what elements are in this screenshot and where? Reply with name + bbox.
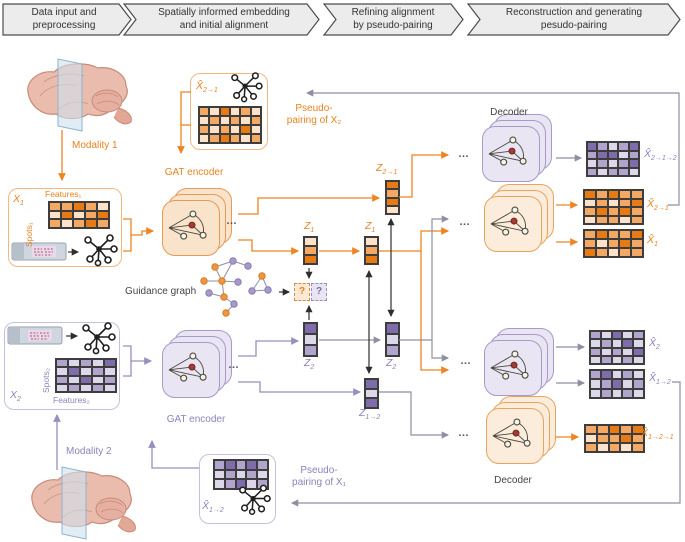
z21-label: Z2→1 [376, 162, 398, 177]
encoder1-to-z1-arrow [238, 239, 300, 255]
output-x1-heatmap [583, 229, 644, 258]
guidance-graph-label: Guidance graph [125, 286, 197, 297]
output-x2-label: X̂2 [649, 337, 660, 352]
encoder2-to-z2-arrow [238, 337, 300, 357]
decoder-card [484, 196, 542, 252]
output-x2-heatmap [589, 330, 645, 365]
gat-encoder-2-label: GAT encoder [166, 414, 226, 425]
output-x121-label: X̂1→2→1 [641, 427, 674, 442]
x1-heatmap [48, 201, 110, 229]
z21-to-decoder-arrow [399, 151, 450, 198]
pseudo-x12-label: X̂1→2 [202, 500, 224, 515]
encoder-card [162, 342, 220, 398]
pseudo-x21-label: X̂2→1 [196, 80, 218, 95]
brain-modality-2 [31, 466, 136, 540]
encoder1-to-z21-arrow [238, 194, 381, 215]
z2-vector-left [303, 322, 318, 357]
output-x12-label: X̂1→2 [649, 372, 671, 387]
output-x212-heatmap [586, 141, 640, 177]
pseudo-x12-heatmap [213, 459, 269, 490]
guidance-graph-illustration [200, 257, 272, 317]
output-x21-heatmap [583, 189, 644, 225]
ellipsis-decoder-pt: … [458, 148, 470, 160]
x1-label: X1 [13, 193, 24, 208]
x2-bracket [123, 345, 132, 377]
decoder-top-label: Decoder [490, 107, 528, 118]
z21-vector [385, 180, 400, 215]
modality1-label: Modality 1 [72, 140, 118, 151]
pseudo-pairing-x1-label: Pseudo-pairing of X₁ [292, 465, 346, 488]
z12-label: Z1→2 [359, 407, 381, 422]
z1-to-decoder-top-arrow [379, 227, 450, 252]
ellipsis-decoder-ot: … [459, 216, 471, 228]
decoder-card [486, 408, 544, 464]
query-cell-purple: ? [311, 283, 327, 301]
output-x21-label: X̂2→1 [647, 198, 669, 213]
guidance-query-box: ?? [294, 283, 327, 301]
z2-to-decoder-bottom-arrow [431, 340, 450, 362]
z1-right-label: Z1 [365, 220, 376, 235]
pseudo-x21-heatmap [198, 106, 262, 144]
pseudo-pairing-x2-label: Pseudo-pairing of X₂ [286, 103, 342, 126]
encoder-card [162, 200, 220, 256]
z2-vector-right [385, 322, 400, 357]
output-x212-label: X̂2→1→2 [644, 148, 677, 163]
spots1-label: Spots₁ [24, 222, 34, 247]
z2-to-decoder-top-arrow [399, 215, 450, 341]
x1-to-encoder1-arrow [131, 227, 155, 236]
z12-vector [364, 378, 379, 409]
output-x12-heatmap [589, 369, 645, 399]
ellipsis-encoder2: … [228, 359, 240, 371]
ellipsis-decoder-pb: … [460, 355, 472, 367]
output-x1-label: X̂1 [647, 234, 658, 249]
z1-vector-left [303, 236, 318, 265]
z2-left-label: Z2 [304, 357, 315, 372]
z2-right-label: Z2 [386, 357, 397, 372]
x1-bracket [123, 218, 132, 252]
decoder-card [484, 340, 542, 396]
ellipsis-decoder-ob: … [458, 427, 470, 439]
x2-label: X2 [10, 389, 21, 404]
z12-to-decoder-arrow [379, 391, 450, 439]
spots2-label: Spots₂ [41, 367, 51, 393]
z1-vector-right [364, 236, 379, 265]
decoder-card [482, 126, 540, 182]
features2-label: Features₂ [53, 395, 90, 405]
z1-to-decoder-bottom-arrow [420, 251, 450, 374]
query-cell-orange: ? [294, 283, 310, 301]
z1-left-label: Z1 [304, 220, 315, 235]
modality2-label: Modality 2 [66, 446, 112, 457]
ellipsis-encoder1: … [226, 215, 238, 227]
pseudo1-feedback-arrow [148, 439, 199, 469]
encoder2-to-z12-arrow [238, 381, 362, 396]
brain-modality-1 [27, 58, 132, 132]
x2-heatmap [55, 358, 117, 393]
gat-encoder-1-label: GAT encoder [164, 167, 224, 178]
output-x121-heatmap [584, 424, 645, 453]
features1-label: Features₁ [45, 189, 82, 199]
decoder-bottom-label: Decoder [494, 475, 532, 486]
